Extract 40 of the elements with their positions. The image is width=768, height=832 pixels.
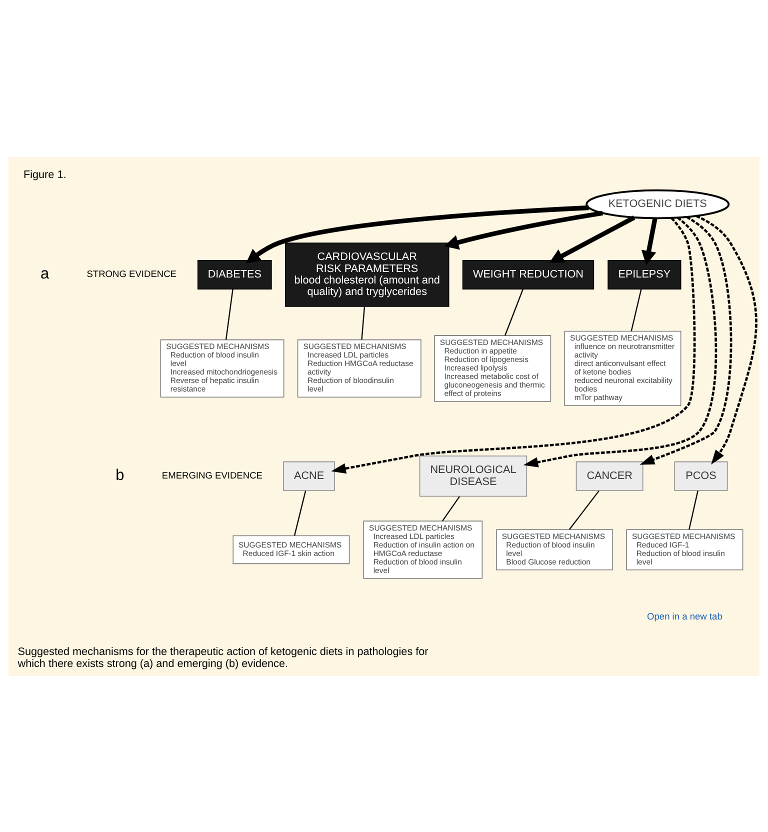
label: EMERGING EVIDENCE [162,470,262,480]
node-box: SUGGESTED MECHANISMS influence on neurotransmitter activity direct anticonvulsant effect of ketone bodies reduced neuronal excitability bodies mTor pathway [564,330,682,406]
connector [569,490,600,530]
connector [361,306,366,340]
node-box: PCOS [674,460,728,490]
arrow [640,216,732,464]
node-box: SUGGESTED MECHANISMS Reduced IGF-1 skin action [232,534,350,564]
label: a [40,265,50,282]
node-box: SUGGESTED MECHANISMS Reduction in appetite Reduction of lipogenesis Increased lipolysis Increased metabolic cost of gluconeogenesis and thermic effect of proteins [434,334,552,402]
connector [294,490,306,536]
connector [504,288,524,336]
caption: Suggested mechanisms for the therapeutic action of ketogenic diets in pathologies for which there exists strong (a) and emerging (b) evidence. [18,646,428,670]
arrow [444,210,603,250]
label: Open in a new tab [647,611,722,622]
connector [442,496,460,521]
arrow [523,216,718,467]
node-box: SUGGESTED MECHANISMS Increased LDL particles Reduction of insulin action on HMGCoA reductase Reduction of blood insulin level [363,520,483,578]
arrow [331,216,696,474]
node-box: CARDIOVASCULAR RISK PARAMETERS blood cholesterol (amount and quality) and tryglycerides [285,242,450,306]
node-box: SUGGESTED MECHANISMS Reduced IGF-1 Reduction of blood insulin level [626,528,744,570]
label: STRONG EVIDENCE [86,268,176,279]
node-ellipse: KETOGENIC DIETS [586,188,730,219]
diagram-title: Figure 1. [24,168,66,181]
node-box: WEIGHT REDUCTION [462,260,594,289]
node-box: SUGGESTED MECHANISMS Increased LDL particles Reduction HMGCoA reductase activity Reduction of bloodinsulin level [297,338,422,398]
arrow [246,204,589,263]
node-box: DIABETES [197,260,272,289]
connector [688,490,698,530]
label: b [116,466,124,484]
arrow [641,217,658,265]
node-box: NEUROLOGICAL DISEASE [419,455,528,496]
connector [225,288,234,340]
node-box: EPILEPSY [608,260,682,289]
connector [630,288,642,331]
arrow [696,214,758,464]
node-box: CANCER [576,460,644,490]
node-box: ACNE [283,460,335,490]
node-box: SUGGESTED MECHANISMS Reduction of blood insulin level Blood Glucose reduction [496,528,614,570]
arrow [549,214,636,262]
node-box: SUGGESTED MECHANISMS Reduction of blood insulin level Increased mitochondriogenesis Reverse of hepatic insulin resistance [160,338,284,398]
